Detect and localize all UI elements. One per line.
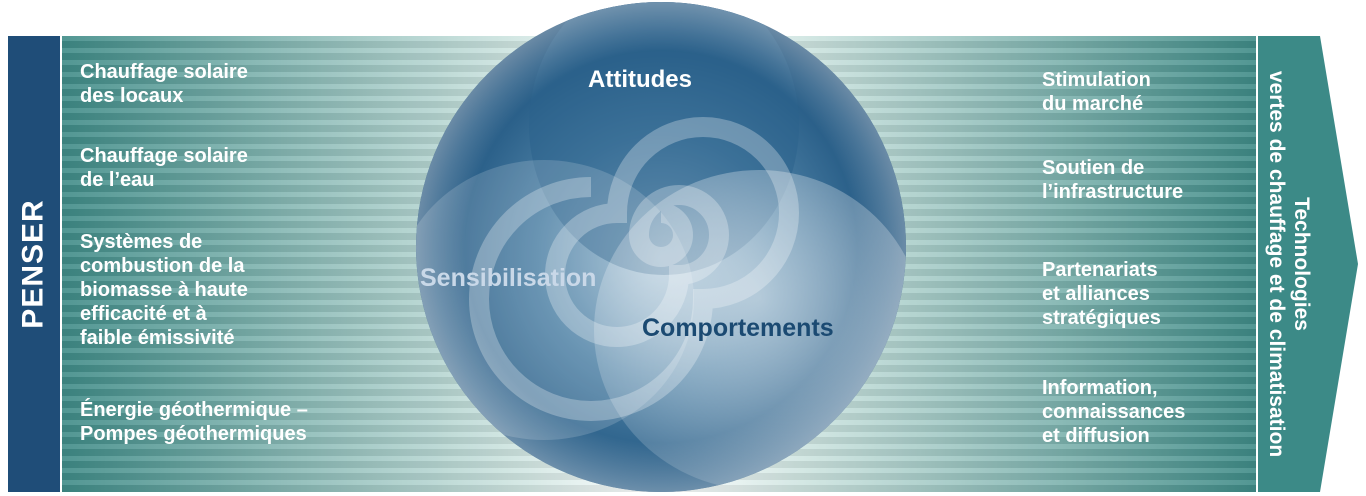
left-item-solar-space-heating: Chauffage solaire des locaux bbox=[80, 61, 248, 107]
right-item-partnerships: Partenariats et alliances stratégiques bbox=[1042, 259, 1161, 329]
left-item-biomass-combustion: Systèmes de combustion de la biomasse à … bbox=[80, 231, 248, 349]
penser-bar: PENSER bbox=[8, 36, 60, 492]
label-comportements: Comportements bbox=[642, 314, 834, 342]
label-sensibilisation: Sensibilisation bbox=[420, 264, 597, 292]
left-item-geothermal: Énergie géothermique – Pompes géothermiq… bbox=[80, 399, 308, 445]
right-item-information: Information, connaissances et diffusion bbox=[1042, 377, 1186, 447]
right-item-infrastructure: Soutien de l’infrastructure bbox=[1042, 157, 1184, 203]
penser-label: PENSER bbox=[17, 199, 50, 329]
center-circle bbox=[416, 2, 906, 492]
right-item-market-stimulation: Stimulation du marché bbox=[1042, 69, 1151, 115]
left-item-solar-water-heating: Chauffage solaire de l’eau bbox=[80, 145, 248, 191]
label-attitudes: Attitudes bbox=[588, 66, 692, 93]
